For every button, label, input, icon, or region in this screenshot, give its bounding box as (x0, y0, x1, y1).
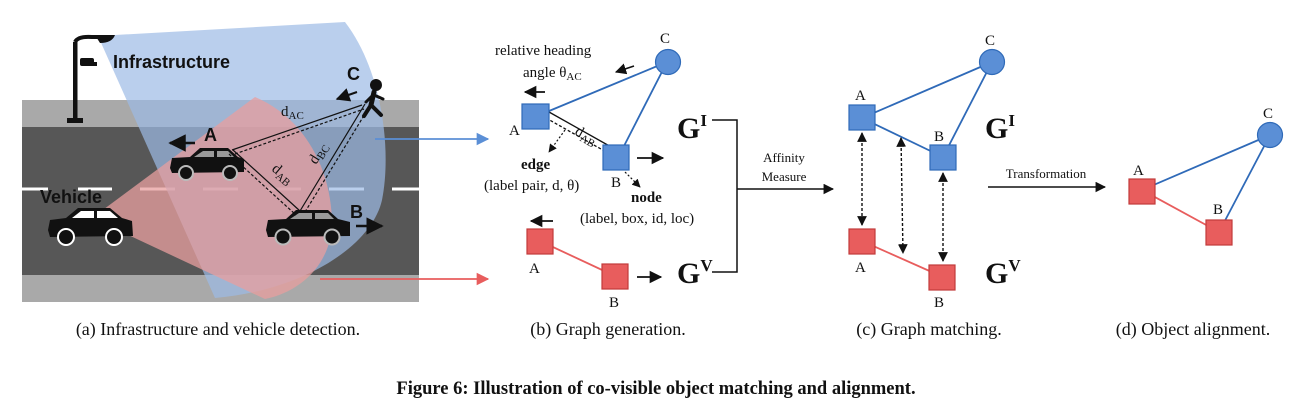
node-a-infra-c (848, 104, 876, 131)
node-b-infra-c (929, 144, 957, 171)
panel-a: Infrastructure C A (22, 22, 419, 340)
object-a-label: A (204, 125, 217, 145)
caption-d: (d) Object alignment. (1116, 319, 1270, 340)
heading-text-line1: relative heading (495, 43, 592, 59)
caption-c: (c) Graph matching. (856, 319, 1001, 340)
figure-caption: Figure 6: Illustration of co-visible obj… (396, 379, 915, 399)
edge-desc: (label pair, d, θ) (484, 178, 579, 194)
edge-ab-solid (548, 111, 614, 149)
node-pointer (624, 171, 641, 188)
node-c-infra (654, 48, 682, 76)
node-a-label-c: A (855, 88, 866, 104)
node-a-label-b: A (509, 123, 520, 139)
node-b-infra (602, 144, 630, 171)
c-heading-arrow (335, 88, 358, 102)
caption-a: (a) Infrastructure and vehicle detection… (76, 319, 360, 340)
edge-ab-dashed (545, 117, 609, 154)
car-a-icon (170, 148, 244, 181)
affinity-line1: Affinity (763, 150, 805, 165)
panel-b: A B C dAB relative heading angle θAC edg… (484, 31, 713, 340)
node-c-infra-c (978, 48, 1006, 76)
node-c-label-c: C (985, 33, 995, 49)
matching-arrows (857, 132, 948, 262)
infrastructure-label: Infrastructure (113, 52, 230, 72)
panel-d: A B C (d) Object alignment. (1116, 106, 1284, 340)
node-desc: (label, box, id, loc) (580, 211, 694, 227)
node-c-label-d: C (1263, 106, 1273, 122)
aligned-node-b (1205, 219, 1233, 246)
edge-pointer (548, 129, 566, 153)
heading-arrow (614, 63, 635, 75)
distance-ac-label: dAC (281, 104, 304, 122)
node-title: node (631, 190, 662, 206)
object-c-label: C (347, 64, 360, 84)
node-b-label-c-vehicle: B (934, 295, 944, 311)
node-a-label-c-vehicle: A (855, 260, 866, 276)
node-a-vehicle-c (848, 228, 876, 255)
pedestrian-icon (362, 79, 385, 118)
ego-vehicle-icon (48, 208, 133, 246)
node-b-vehicle-c (928, 264, 956, 291)
panel-c: A B C GI A B GV (c) Graph matching. (848, 33, 1021, 340)
node-b-label-b: B (611, 175, 621, 191)
transformation-label: Transformation (1006, 166, 1087, 181)
node-a-label-d: A (1133, 163, 1144, 179)
node-a-label-b-vehicle: A (529, 261, 540, 277)
node-b-label-b-vehicle: B (609, 295, 619, 311)
affinity-line2: Measure (762, 169, 807, 184)
heading-text-line2: angle θAC (523, 65, 582, 83)
node-b-label-d: B (1213, 202, 1223, 218)
graph-infra-label-b: GI (677, 111, 707, 145)
graph-vehicle-label-c: GV (985, 256, 1021, 290)
node-c-label-b: C (660, 31, 670, 47)
affinity-bracket: Affinity Measure (712, 119, 835, 273)
caption-b: (b) Graph generation. (530, 319, 685, 340)
edge-title: edge (521, 157, 551, 173)
street-lamp-icon (67, 34, 115, 123)
car-b-icon (266, 210, 350, 246)
graph-infra-label-c: GI (985, 111, 1015, 145)
node-a-infra (521, 103, 550, 130)
vehicle-label: Vehicle (40, 187, 102, 207)
graph-vehicle-label-b: GV (677, 256, 713, 290)
transformation-arrow: Transformation (988, 166, 1107, 193)
object-b-label: B (350, 202, 363, 222)
edge-ac (536, 61, 668, 117)
edge-bc (623, 61, 668, 147)
aligned-node-a (1128, 178, 1156, 205)
node-b-vehicle (601, 263, 629, 290)
distance-lines (228, 103, 369, 216)
node-b-label-c: B (934, 129, 944, 145)
vehicle-fov (92, 97, 332, 299)
node-a-vehicle (526, 228, 554, 255)
aligned-node-c (1256, 121, 1284, 149)
